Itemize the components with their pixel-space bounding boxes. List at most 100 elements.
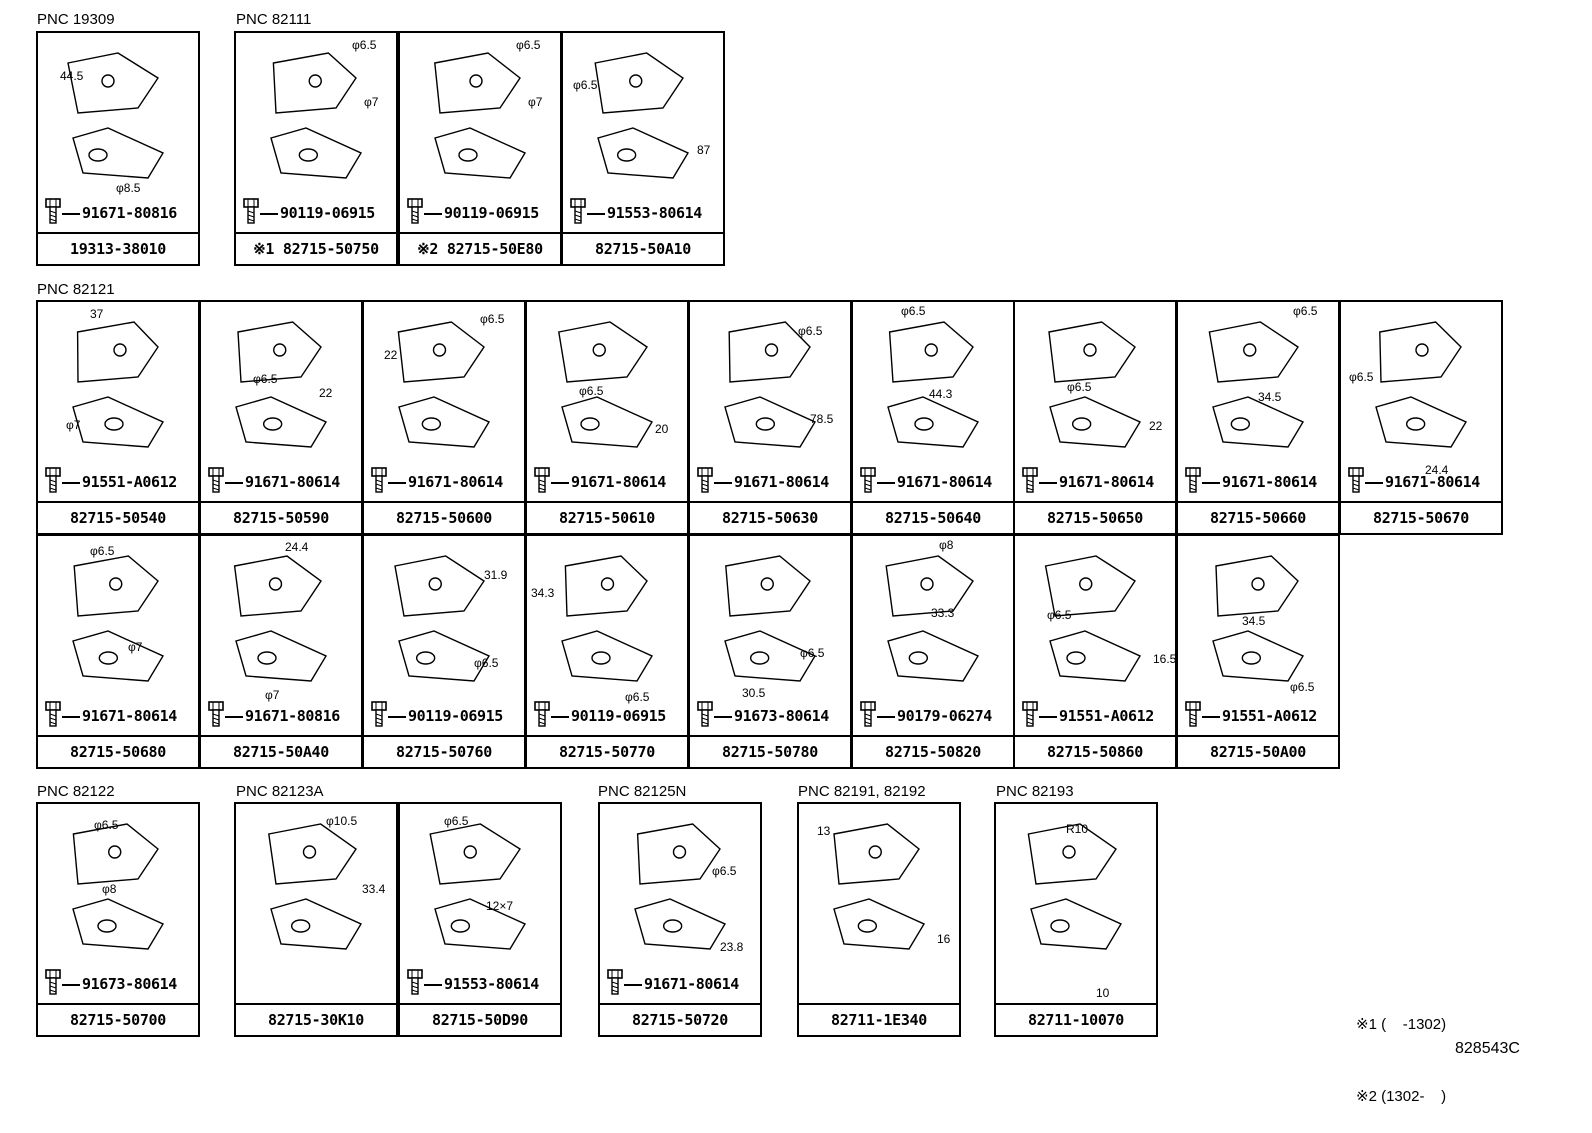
dimension-label: φ6.5: [712, 864, 737, 878]
part-number[interactable]: 82715-50720: [600, 1003, 760, 1035]
group-label: PNC 82122: [37, 783, 115, 800]
part-number[interactable]: 82715-50680: [38, 735, 198, 767]
dimension-label: φ6.5: [800, 646, 825, 660]
dimension-label: φ7: [528, 95, 543, 109]
bolt-icon: [208, 701, 224, 727]
bolt-icon: [1348, 467, 1364, 493]
dimension-label: 33.4: [362, 882, 386, 896]
part-number[interactable]: 82715-50A00: [1178, 735, 1338, 767]
dimension-label: 34.5: [1258, 390, 1282, 404]
bolt-icon: [697, 701, 713, 727]
part-number[interactable]: 82715-50540: [38, 501, 198, 533]
bolt-icon: [407, 969, 423, 995]
part-number[interactable]: 82715-50820: [853, 735, 1013, 767]
bolt-part-number: 91671-80614: [1039, 473, 1154, 491]
part-number[interactable]: 82711-10070: [996, 1003, 1156, 1035]
bolt-part-number: 90119-06915: [424, 204, 539, 222]
part-number[interactable]: 82711-1E340: [799, 1003, 959, 1035]
bracket-drawing: [1375, 321, 1468, 448]
dimension-label: φ6.5: [1047, 608, 1072, 622]
bracket-drawing: [67, 52, 165, 179]
part-number[interactable]: ※1 82715-50750: [236, 232, 396, 264]
dimension-label: 78.5: [810, 412, 834, 426]
dimension-label: φ6.5: [798, 324, 823, 338]
bracket-drawing: [594, 52, 690, 179]
dimension-label: 23.8: [720, 940, 744, 954]
dimension-label: φ8: [939, 538, 954, 552]
bracket-drawing: [429, 823, 527, 950]
bolt-icon: [860, 467, 876, 493]
part-number[interactable]: 82715-50770: [527, 735, 687, 767]
bolt-part-number: 91553-80614: [424, 975, 539, 993]
part-number[interactable]: 82715-50A40: [201, 735, 361, 767]
part-number[interactable]: 82715-30K10: [236, 1003, 396, 1035]
dimension-label: R10: [1066, 822, 1089, 836]
diagram-code: 828543C: [1455, 1040, 1520, 1057]
part-number[interactable]: 82715-50650: [1015, 501, 1175, 533]
part-number[interactable]: 82715-50590: [201, 501, 361, 533]
bracket-drawing: [724, 321, 817, 448]
part-number[interactable]: 82715-50860: [1015, 735, 1175, 767]
dimension-label: 24.4: [285, 540, 309, 554]
dimension-label: 31.9: [484, 568, 508, 582]
dimension-label: φ6.5: [94, 818, 119, 832]
bolt-icon: [534, 701, 550, 727]
part-number[interactable]: 82715-50660: [1178, 501, 1338, 533]
part-number[interactable]: 82715-50600: [364, 501, 524, 533]
dimension-label: φ6.5: [1290, 680, 1315, 694]
bolt-icon: [45, 969, 61, 995]
part-number[interactable]: 19313-38010: [38, 232, 198, 264]
bolt-icon: [607, 969, 623, 995]
part-number[interactable]: 82715-50640: [853, 501, 1013, 533]
part-number[interactable]: 82715-50D90: [400, 1003, 560, 1035]
part-number[interactable]: 82715-50670: [1341, 501, 1501, 533]
part-number[interactable]: 82715-50610: [527, 501, 687, 533]
dimension-label: 16.5: [1153, 652, 1177, 666]
dimension-label: φ6.5: [90, 544, 115, 558]
dimension-label: φ6.5: [901, 304, 926, 318]
dimension-label: φ7: [66, 418, 81, 432]
bracket-drawing: [72, 555, 165, 682]
dimension-label: 10: [1096, 986, 1110, 1000]
bolt-part-number: 91673-80614: [714, 707, 829, 725]
bolt-part-number: 91671-80614: [877, 473, 992, 491]
bolt-icon: [208, 467, 224, 493]
dimension-label: φ6.5: [1349, 370, 1374, 384]
group-label: PNC 82191, 82192: [798, 783, 926, 800]
part-cell: φ6.5 22 91671-80614 82715-50650: [1013, 300, 1177, 535]
part-number[interactable]: 82715-50700: [38, 1003, 198, 1035]
bolt-part-number: 91551-A0612: [1202, 707, 1317, 725]
part-number[interactable]: 82715-50A10: [563, 232, 723, 264]
part-number[interactable]: 82715-50630: [690, 501, 850, 533]
bracket-drawing: [72, 321, 165, 448]
bracket-drawing: [557, 321, 654, 448]
dimension-label: φ7: [265, 688, 280, 702]
bracket-drawing: [1208, 321, 1305, 448]
group-label: PNC 82123A: [236, 783, 324, 800]
bolt-icon: [1185, 701, 1201, 727]
dimension-label: 37: [90, 307, 104, 321]
bolt-part-number: 91671-80816: [62, 204, 177, 222]
dimension-label: φ6.5: [1067, 380, 1092, 394]
part-number[interactable]: ※2 82715-50E80: [400, 232, 560, 264]
part-number[interactable]: 82715-50760: [364, 735, 524, 767]
part-number[interactable]: 82715-50780: [690, 735, 850, 767]
group-label: PNC 82193: [996, 783, 1074, 800]
dimension-label: 30.5: [742, 686, 766, 700]
dimension-label: φ6.5: [625, 690, 650, 704]
bolt-part-number: 91673-80614: [62, 975, 177, 993]
dimension-label: 22: [1149, 419, 1163, 433]
dimension-label: 44.5: [60, 69, 84, 83]
bolt-icon: [1022, 701, 1038, 727]
